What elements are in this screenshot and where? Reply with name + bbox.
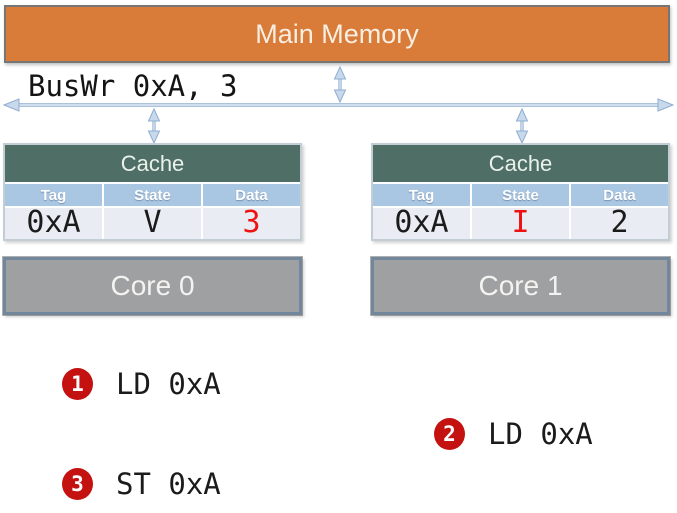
cache0-row: 0xA V 3: [5, 207, 300, 239]
cache1-data-value: 2: [571, 207, 668, 239]
cache0-title: Cache: [5, 145, 300, 184]
cache1-row: 0xA I 2: [373, 207, 668, 239]
cache0-column-headers: Tag State Data: [5, 184, 300, 206]
cache0-col-tag: Tag: [5, 184, 102, 206]
step-2: 2 LD 0xA: [434, 417, 593, 451]
step-1-label: LD 0xA: [116, 367, 221, 401]
cache1-tag-value: 0xA: [373, 207, 470, 239]
cache1-col-state: State: [472, 184, 569, 206]
cache0-table: Cache Tag State Data 0xA V 3: [3, 143, 302, 241]
bus-cache0-arrow: [147, 107, 161, 145]
cache0-data-value: 3: [203, 207, 300, 239]
cache1-state-value: I: [472, 207, 569, 239]
core0-box: Core 0: [3, 257, 302, 315]
step-3: 3 ST 0xA: [62, 467, 221, 501]
cache1-col-tag: Tag: [373, 184, 470, 206]
step-2-badge: 2: [434, 418, 465, 450]
cache1-table: Cache Tag State Data 0xA I 2: [371, 143, 670, 241]
step-1: 1 LD 0xA: [62, 367, 221, 401]
step-3-label: ST 0xA: [116, 467, 221, 501]
cache1-col-data: Data: [571, 184, 668, 206]
step-2-label: LD 0xA: [488, 417, 593, 451]
cache1-title: Cache: [373, 145, 668, 184]
core1-label: Core 1: [478, 270, 563, 301]
core0-label: Core 0: [110, 270, 195, 301]
memory-bus-arrow: [333, 65, 347, 104]
main-memory-box: Main Memory: [4, 5, 670, 63]
cache1-column-headers: Tag State Data: [373, 184, 668, 206]
cache0-col-state: State: [104, 184, 201, 206]
bus-cache1-arrow: [515, 107, 529, 145]
core1-box: Core 1: [371, 257, 670, 315]
cache0-tag-value: 0xA: [5, 207, 102, 239]
step-1-badge: 1: [62, 368, 93, 400]
cache0-col-data: Data: [203, 184, 300, 206]
main-memory-label: Main Memory: [255, 18, 419, 49]
bus-transaction-label: BusWr 0xA, 3: [28, 69, 238, 103]
cache0-state-value: V: [104, 207, 201, 239]
step-3-badge: 3: [62, 468, 93, 500]
